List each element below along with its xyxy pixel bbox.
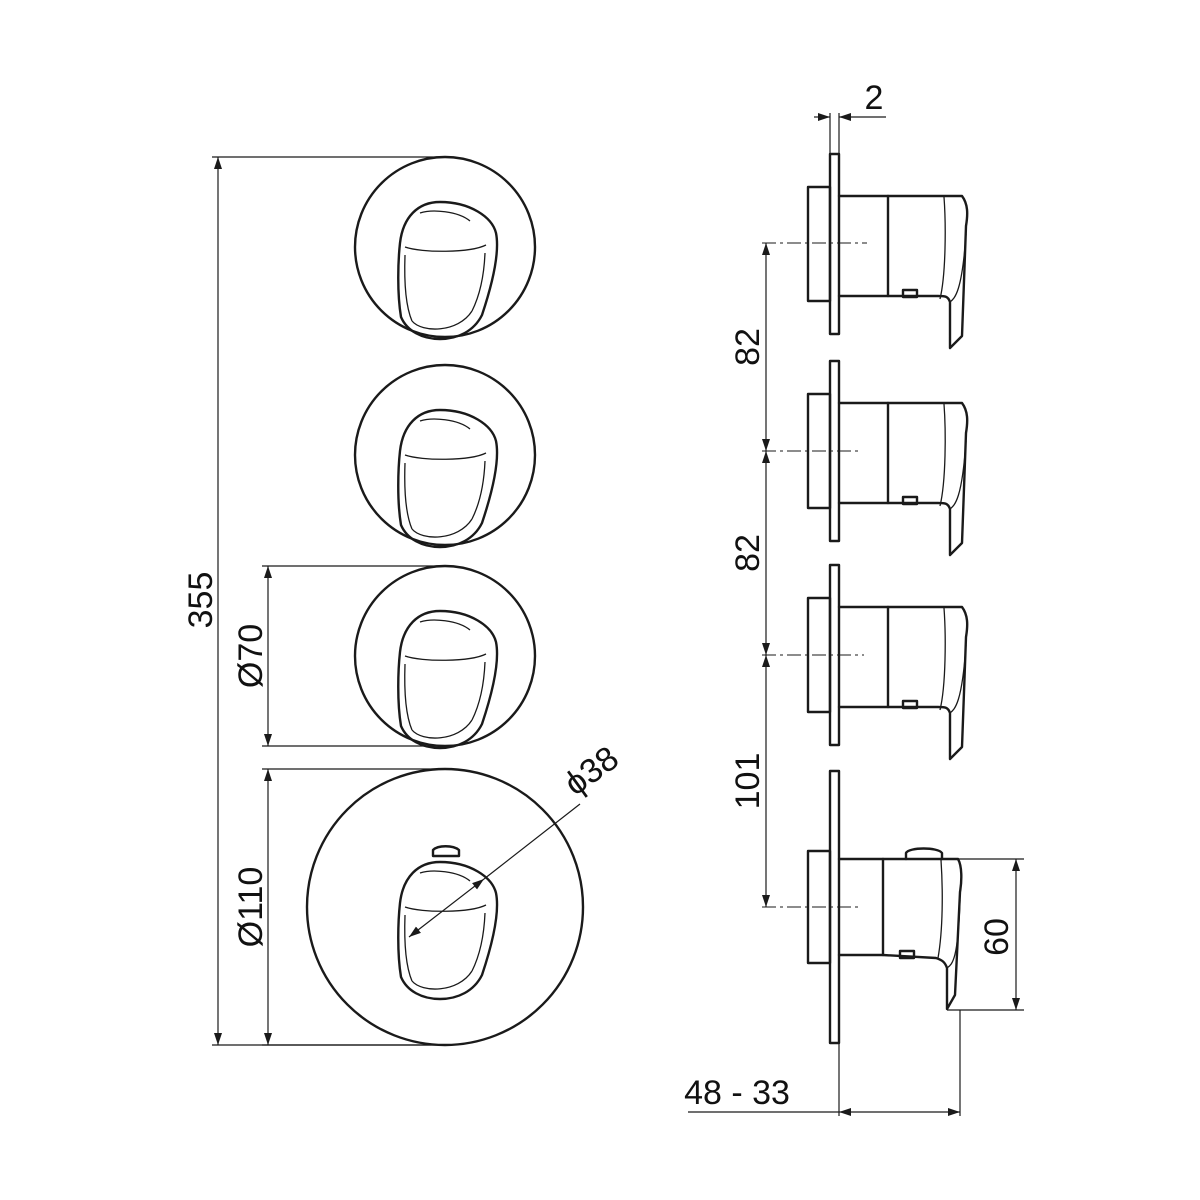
dimension-48-33-label: 48 - 33 — [684, 1074, 790, 1112]
lever-handle-1 — [397, 200, 499, 341]
dimension-2-label: 2 — [865, 79, 884, 117]
rosette-small-2 — [353, 363, 537, 547]
lever-handle-2 — [397, 408, 499, 549]
dimension-o110-label: Ø110 — [232, 867, 270, 948]
dimension-60-label: 60 — [978, 918, 1016, 956]
dimension-total-height: 355 — [182, 156, 445, 1046]
dimension-82-lower-label: 82 — [729, 534, 767, 572]
dimension-spacing-chain: 82 82 101 — [729, 243, 770, 907]
dimension-o38-label: ϕ38 — [557, 739, 625, 803]
dimension-handle-height: 60 — [942, 858, 1024, 1011]
front-view — [305, 155, 585, 1047]
rosette-large — [305, 767, 585, 1047]
thermostat-handle — [397, 860, 499, 1001]
thermostat-button — [431, 845, 461, 858]
rosette-small-3 — [353, 564, 537, 748]
dimension-large-diameter: Ø110 — [232, 768, 445, 1046]
side-view — [762, 152, 969, 1045]
side-valve-1 — [806, 152, 969, 350]
dimension-plate-thickness: 2 — [814, 79, 886, 157]
side-valve-3 — [806, 563, 969, 761]
side-valve-2 — [806, 359, 969, 557]
dimension-101-label: 101 — [729, 753, 767, 810]
dimension-o70-label: Ø70 — [232, 624, 270, 688]
dimension-82-upper-label: 82 — [729, 328, 767, 366]
dimension-small-diameter: Ø70 — [232, 565, 445, 747]
rosette-small-1 — [353, 155, 537, 339]
dimension-depth: 48 - 33 — [684, 1010, 961, 1116]
dimension-355-label: 355 — [182, 572, 220, 629]
lever-handle-3 — [397, 609, 499, 750]
